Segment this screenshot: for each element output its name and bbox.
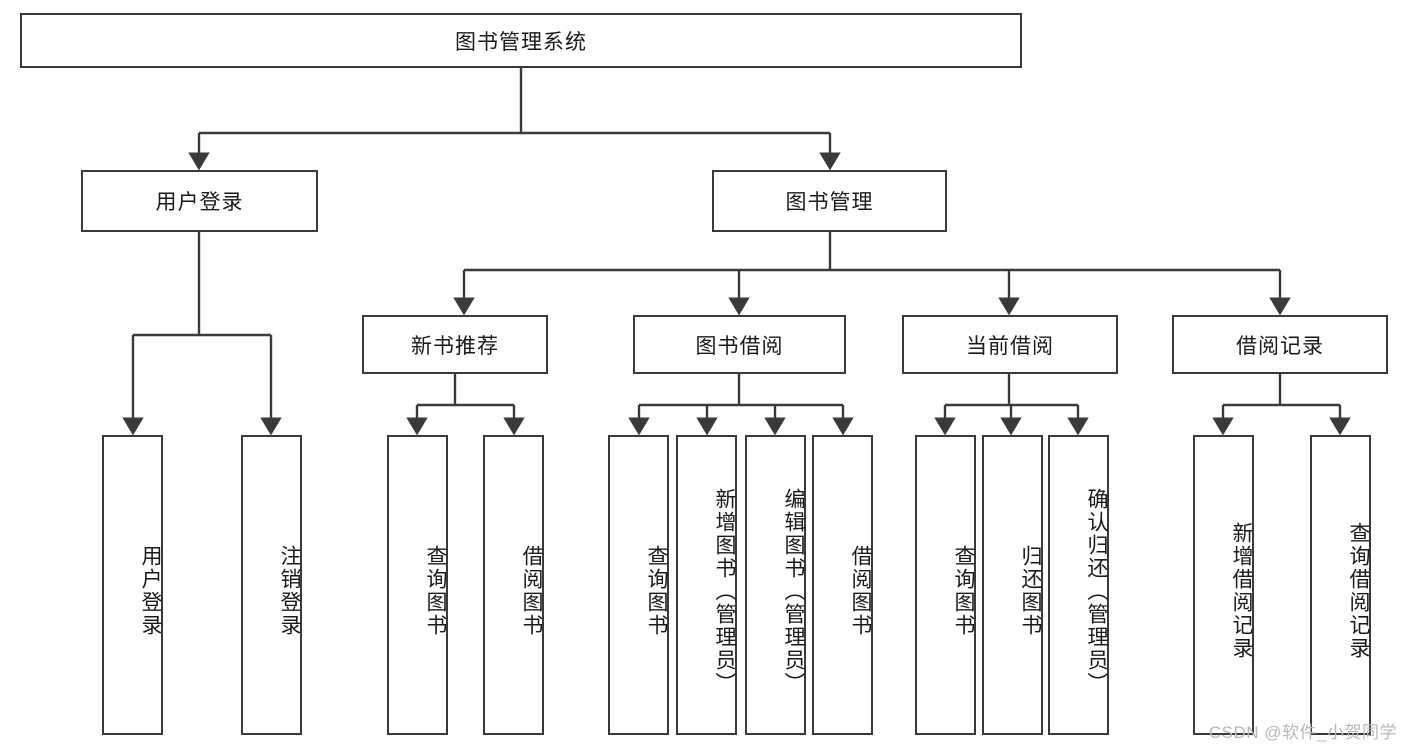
node-current-borrow[interactable]: 当前借阅 (902, 315, 1118, 374)
node-label: 用户登录 (155, 191, 244, 214)
node-book-borrow[interactable]: 图书借阅 (633, 315, 846, 374)
node-label: 当前借阅 (966, 334, 1054, 358)
node-label: 查询借阅记录 (1347, 522, 1370, 660)
leaf-query-books-new[interactable]: 查询图书 (387, 435, 448, 735)
node-label: 借阅图书 (849, 545, 872, 637)
leaf-add-book-admin[interactable]: 新增图书（管理员） (676, 435, 737, 735)
node-book-management[interactable]: 图书管理 (712, 170, 947, 232)
node-label: 用户登录 (139, 545, 162, 637)
leaf-borrow-books-new[interactable]: 借阅图书 (483, 435, 544, 735)
node-label: 编辑图书（管理员） (782, 487, 805, 695)
node-label: 借阅记录 (1236, 334, 1324, 358)
node-label: 新增借阅记录 (1230, 522, 1253, 660)
node-label: 借阅图书 (520, 545, 543, 637)
node-label: 新书推荐 (411, 334, 499, 358)
node-new-book-recommend[interactable]: 新书推荐 (362, 315, 548, 374)
leaf-query-borrow-record[interactable]: 查询借阅记录 (1310, 435, 1371, 735)
node-label: 确认归还（管理员） (1085, 487, 1108, 695)
leaf-return-books[interactable]: 归还图书 (982, 435, 1043, 735)
leaf-query-books-current[interactable]: 查询图书 (915, 435, 976, 735)
node-label: 图书管理 (785, 191, 874, 214)
leaf-query-books-borrow[interactable]: 查询图书 (608, 435, 669, 735)
node-label: 查询图书 (424, 545, 447, 637)
node-label: 注销登录 (278, 545, 301, 637)
leaf-borrow-books[interactable]: 借阅图书 (812, 435, 873, 735)
node-label: 图书借阅 (695, 334, 784, 358)
watermark: CSDN @软件_小贺同学 (1208, 723, 1397, 742)
leaf-confirm-return-admin[interactable]: 确认归还（管理员） (1048, 435, 1109, 735)
node-label: 查询图书 (952, 545, 975, 637)
node-label: 新增图书（管理员） (713, 487, 736, 695)
leaf-edit-book-admin[interactable]: 编辑图书（管理员） (745, 435, 806, 735)
leaf-logout[interactable]: 注销登录 (241, 435, 302, 735)
leaf-add-borrow-record[interactable]: 新增借阅记录 (1193, 435, 1254, 735)
node-label: 图书管理系统 (455, 30, 587, 54)
node-label: 查询图书 (645, 545, 668, 637)
node-borrow-records[interactable]: 借阅记录 (1172, 315, 1388, 374)
node-label: 归还图书 (1019, 545, 1042, 637)
node-user-login[interactable]: 用户登录 (81, 170, 318, 232)
leaf-user-login[interactable]: 用户登录 (102, 435, 163, 735)
node-root-system[interactable]: 图书管理系统 (20, 13, 1022, 68)
